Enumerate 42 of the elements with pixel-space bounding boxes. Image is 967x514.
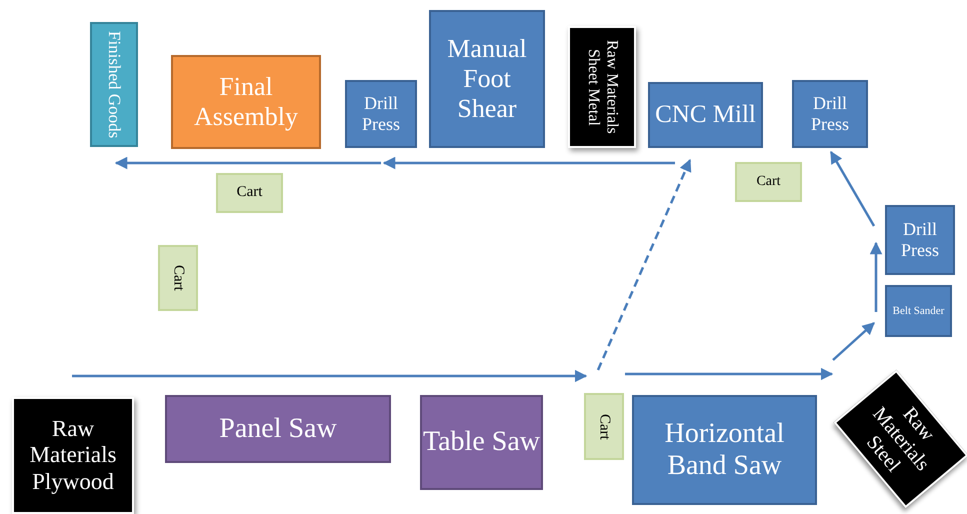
box-label: Table Saw <box>422 426 540 459</box>
arrow <box>870 242 882 312</box>
box-label: Raw Materials Plywood <box>28 416 118 496</box>
material-box <box>12 397 134 514</box>
box-label: CNC Mill <box>655 100 756 130</box>
box-label: Horizontal Band Saw <box>664 418 786 482</box>
cart-box <box>216 173 283 213</box>
box-label: Drill Press <box>360 93 401 135</box>
cart-box <box>158 245 198 311</box>
arrow <box>382 156 675 170</box>
box-label: Cart <box>170 265 187 291</box>
machine-box <box>792 80 868 148</box>
cart-box <box>584 393 624 460</box>
box-label: Drill Press <box>900 219 940 261</box>
machine-box <box>885 285 952 337</box>
machine-box <box>648 82 763 148</box>
arrow <box>72 370 588 382</box>
box-label: Panel Saw <box>219 412 337 446</box>
box-label: Cart <box>596 414 613 440</box>
box-label: Drill Press <box>810 93 850 135</box>
machine-box <box>345 80 417 148</box>
arrow <box>832 322 875 361</box>
arrow <box>830 150 876 227</box>
material-box <box>568 26 636 148</box>
machine-box <box>632 395 817 505</box>
storage-box <box>90 22 138 147</box>
box-label: Finished Goods <box>104 30 124 138</box>
box-label: Manual Foot Shear <box>446 34 528 124</box>
cart-box <box>735 162 802 202</box>
box-label: Belt Sander <box>892 304 944 318</box>
arrow <box>114 156 381 170</box>
box-label: Raw Materials Sheet Metal <box>584 39 620 136</box>
machine-box <box>429 10 545 148</box>
dashed-arrow <box>596 158 692 370</box>
box-label: Cart <box>756 174 781 190</box>
machine-box <box>420 395 543 490</box>
box-label: Final Assembly <box>193 72 299 132</box>
machine-box <box>885 205 955 275</box>
box-label: Cart <box>236 184 262 202</box>
machine-box <box>165 395 391 463</box>
arrow <box>625 368 834 380</box>
station-box <box>171 55 321 149</box>
